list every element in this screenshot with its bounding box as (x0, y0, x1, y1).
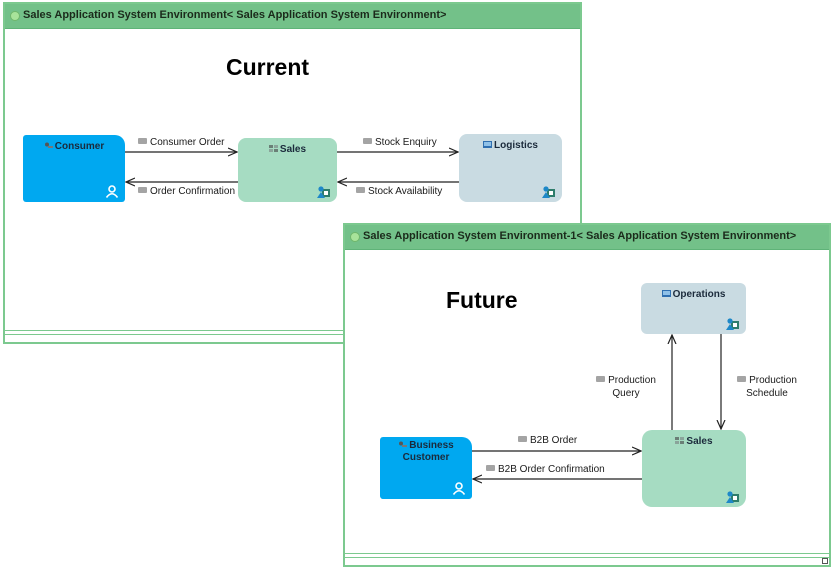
stock-enquiry-label[interactable]: Stock Enquiry (363, 136, 437, 149)
production-query-label[interactable]: Production Query (593, 374, 659, 400)
status-dot-icon (350, 232, 360, 242)
component-badge-icon (726, 491, 739, 503)
business-customer-label-2: Customer (402, 452, 450, 463)
business-customer-label-1: Business (409, 440, 454, 451)
logistics-label: Logistics (494, 140, 538, 151)
message-chip-icon (363, 138, 372, 144)
operations-node[interactable]: Operations (641, 283, 746, 334)
application-icon (268, 145, 278, 152)
component-badge-icon (726, 318, 739, 330)
application-icon (675, 437, 685, 444)
consumer-title: Consumer (23, 141, 125, 153)
sales-node-future[interactable]: Sales (642, 430, 746, 507)
business-customer-node[interactable]: Business Customer (380, 437, 472, 499)
status-dot-icon (10, 11, 20, 21)
message-chip-icon (518, 436, 527, 442)
message-chip-icon (138, 187, 147, 193)
sales-node-current[interactable]: Sales (238, 138, 337, 202)
actor-icon (44, 142, 53, 148)
future-frame-footer (345, 551, 829, 563)
b2b-order-confirmation-label[interactable]: B2B Order Confirmation (486, 463, 605, 476)
consumer-node[interactable]: Consumer (23, 135, 125, 202)
consumer-order-label[interactable]: Consumer Order (138, 136, 224, 149)
sales-title-current: Sales (238, 144, 337, 156)
current-heading: Current (226, 54, 310, 80)
logistics-node[interactable]: Logistics (459, 134, 562, 202)
message-chip-icon (356, 187, 365, 193)
operations-label: Operations (672, 289, 726, 300)
message-chip-icon (138, 138, 147, 144)
production-schedule-label[interactable]: Production Schedule (733, 374, 801, 400)
logistics-title: Logistics (459, 140, 562, 152)
person-badge-icon (452, 482, 466, 495)
current-frame-title: Sales Application System Environment< Sa… (23, 9, 447, 21)
future-frame-title: Sales Application System Environment-1< … (363, 230, 797, 242)
stock-availability-label[interactable]: Stock Availability (356, 185, 442, 198)
system-icon (483, 141, 493, 148)
consumer-label: Consumer (54, 141, 105, 152)
business-customer-title: Business Customer (380, 440, 472, 464)
current-frame-footer (5, 328, 580, 340)
future-heading: Future (446, 287, 518, 313)
actor-icon (399, 441, 408, 447)
system-icon (661, 290, 671, 297)
message-chip-icon (596, 376, 606, 382)
order-confirmation-label[interactable]: Order Confirmation (138, 185, 235, 198)
sales-label-future: Sales (686, 436, 713, 447)
message-chip-icon (737, 376, 747, 382)
component-badge-icon (542, 186, 555, 198)
future-frame-header[interactable]: Sales Application System Environment-1< … (345, 225, 829, 250)
component-badge-icon (317, 186, 330, 198)
message-chip-icon (486, 465, 495, 471)
operations-title: Operations (641, 289, 746, 301)
resize-handle-icon[interactable] (822, 558, 828, 564)
sales-label-current: Sales (279, 144, 307, 155)
person-badge-icon (105, 185, 119, 198)
current-frame-header[interactable]: Sales Application System Environment< Sa… (5, 4, 580, 29)
future-frame[interactable]: Sales Application System Environment-1< … (343, 223, 831, 567)
sales-title-future: Sales (642, 436, 746, 448)
b2b-order-label[interactable]: B2B Order (518, 434, 577, 447)
